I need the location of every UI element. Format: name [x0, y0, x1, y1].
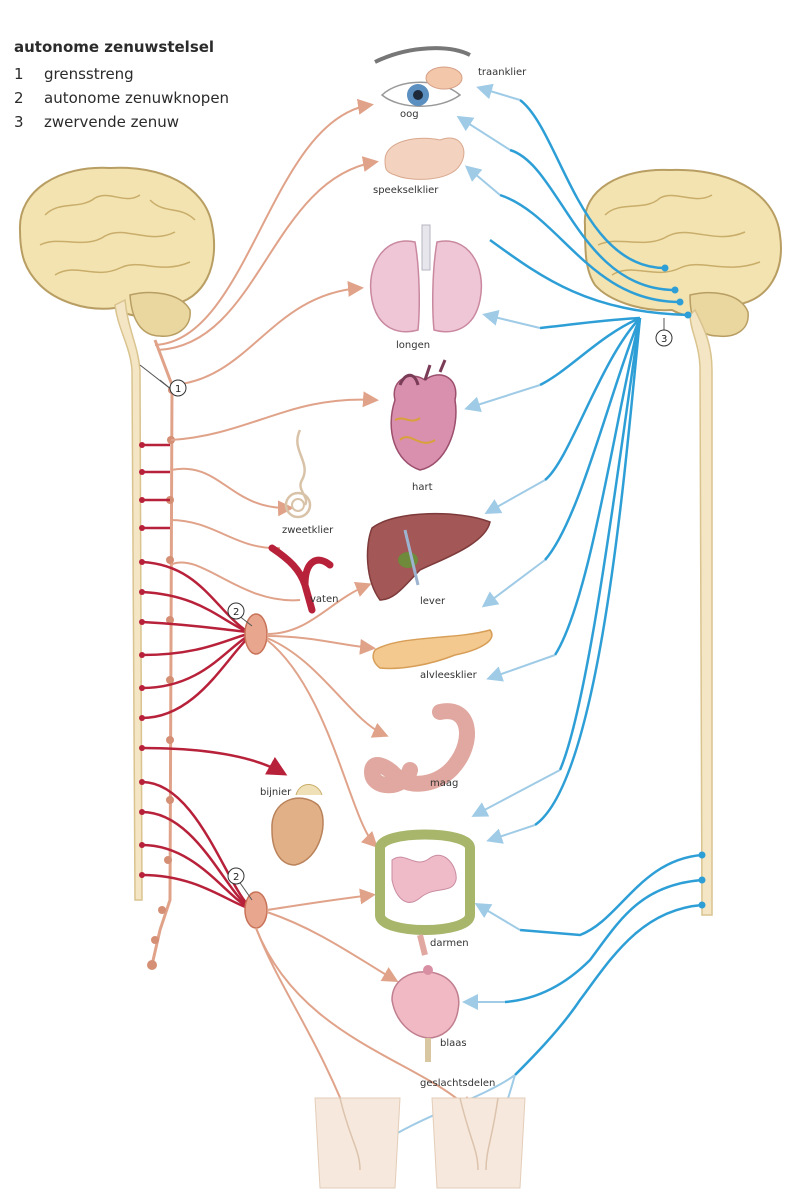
legend-item-number: 2	[14, 89, 24, 107]
parasympathetic-pathways	[489, 99, 703, 1076]
label-longen: longen	[396, 340, 430, 351]
left-brain	[18, 166, 216, 337]
pancreas-illustration	[372, 629, 493, 670]
blood-vessels-illustration	[268, 544, 334, 614]
legend-item-label: grensstreng	[44, 65, 134, 83]
lungs-illustration	[369, 224, 483, 333]
adrenal-gland-illustration	[271, 784, 324, 866]
label-bijnier: bijnier	[260, 787, 292, 798]
mesenteric-ganglion	[244, 891, 268, 929]
heart-illustration	[390, 359, 457, 471]
parasympathetic-fiber-ends	[661, 264, 706, 909]
intestines-illustration	[375, 829, 475, 956]
label-zweetklier: zweetklier	[282, 525, 334, 536]
sweat-gland-illustration	[284, 429, 312, 519]
right-spinal-cord	[689, 308, 713, 916]
legend-item-label: autonome zenuwknopen	[44, 89, 230, 107]
label-blaas: blaas	[440, 1038, 467, 1049]
marker-3-text: 3	[661, 334, 667, 345]
marker-2-lower-text: 2	[233, 872, 239, 883]
label-oog: oog	[400, 109, 419, 120]
sympathetic-pathways	[154, 98, 473, 1139]
label-speekselklier: speekselklier	[373, 185, 439, 196]
label-hart: hart	[412, 482, 433, 493]
eye-illustration	[374, 46, 471, 107]
celiac-ganglion	[244, 613, 268, 655]
label-darmen: darmen	[430, 938, 469, 949]
preganglionic-fibers	[141, 443, 288, 910]
legend-title: autonome zenuwstelsel	[14, 38, 215, 56]
sympathetic-chain	[147, 339, 176, 970]
label-lever: lever	[420, 596, 446, 607]
legend-item-1: 1 grensstreng	[14, 62, 229, 86]
legend-item-3: 3 zwervende zenuw	[14, 110, 229, 134]
marker-1-text: 1	[175, 384, 181, 395]
marker-2-lower: 2	[227, 867, 253, 901]
left-spinal-cord	[114, 298, 143, 901]
legend-item-number: 1	[14, 65, 24, 83]
marker-2-upper-text: 2	[233, 607, 239, 618]
bladder-illustration	[391, 965, 460, 1062]
label-vaten: vaten	[310, 594, 338, 605]
stomach-illustration	[363, 703, 475, 794]
liver-illustration	[366, 512, 491, 601]
label-traanklier: traanklier	[478, 67, 527, 78]
salivary-gland-illustration	[384, 137, 465, 180]
legend-item-number: 3	[14, 113, 24, 131]
legend-item-label: zwervende zenuw	[44, 113, 180, 131]
legend-item-2: 2 autonome zenuwknopen	[14, 86, 229, 110]
label-maag: maag	[430, 778, 458, 789]
genitals-illustration	[314, 1097, 526, 1189]
marker-3: 3	[655, 318, 673, 347]
preganglionic-fiber-ends	[139, 442, 145, 878]
label-alvleesklier: alvleesklier	[420, 670, 478, 681]
marker-1: 1	[139, 364, 187, 397]
label-geslachtsdelen: geslachtsdelen	[420, 1078, 495, 1089]
marker-2-upper: 2	[227, 602, 253, 627]
right-brain	[583, 168, 782, 338]
legend: autonome zenuwstelsel 1 grensstreng 2 auto…	[14, 38, 229, 134]
